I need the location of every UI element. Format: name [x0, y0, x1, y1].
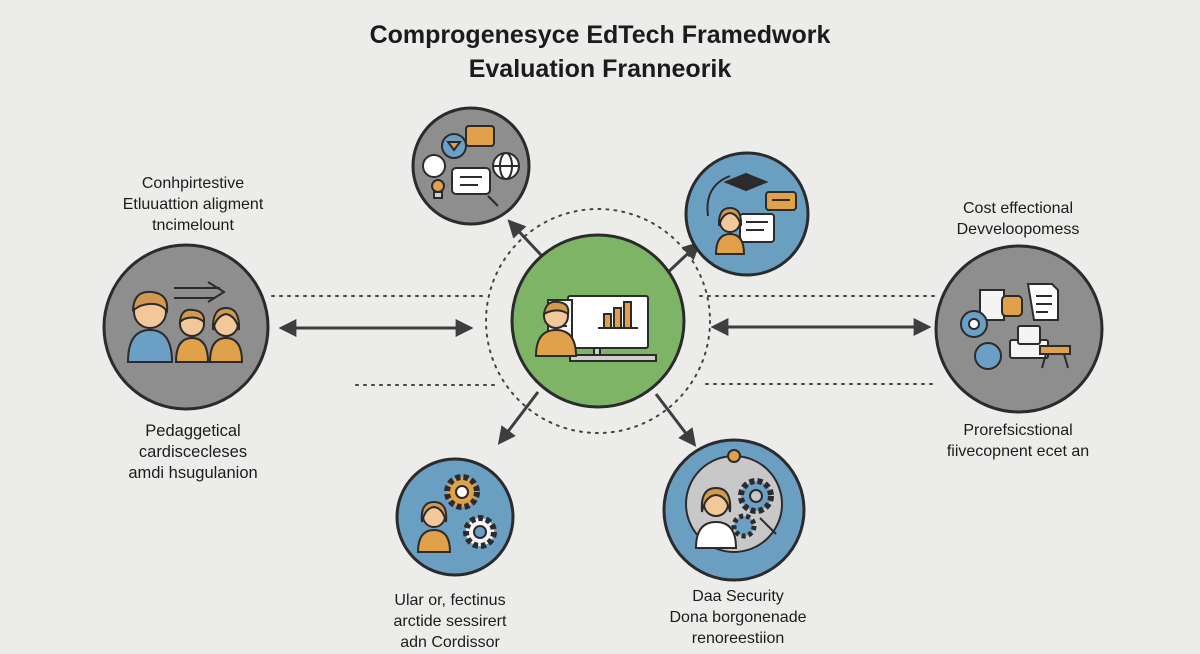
label-competitive-evaluation: Conhpirtestive Etluuattion aligment tnci… [88, 173, 298, 236]
bottom-right-node [662, 438, 806, 582]
bottom-left-node [395, 457, 515, 577]
security-gears-icon [685, 449, 783, 553]
communication-ideas-icon [422, 125, 520, 207]
arrow-bottom-left [497, 391, 540, 445]
top-left-node [411, 106, 531, 226]
label-line: fiivecopnent ecet an [946, 443, 1090, 460]
dotted-ring [485, 208, 711, 434]
label-user-experience: Ular or, fectinus arctide sessirert adn … [340, 590, 560, 653]
label-line: arctide sessirert [393, 613, 507, 630]
label-line: Prorefsicstional [963, 422, 1073, 439]
label-line: Ular or, fectinus [394, 592, 506, 609]
diagram-title: Comprogenesyce EdTech Framedwork Evaluat… [0, 18, 1200, 86]
label-professional-development: Prorefsicstional fiivecopnent ecet an [900, 420, 1136, 462]
cost-documents-icon [960, 283, 1071, 370]
top-right-node [684, 151, 810, 277]
arrow-bottom-right [654, 393, 697, 447]
label-line: amdi hsugulanion [128, 464, 258, 482]
label-data-security: Daa Security Dona borgonenade renoreesti… [628, 586, 848, 649]
title-line-2: Evaluation Franneorik [468, 55, 732, 83]
label-line: Pedaggetical [145, 422, 241, 440]
arrow-top-right [663, 241, 701, 277]
dotted-connectors [271, 208, 939, 434]
learner-gears-icon [416, 474, 497, 553]
center-node [510, 233, 686, 409]
label-line: Daa Security [692, 588, 784, 605]
arrows [278, 219, 932, 447]
label-line: renoreestiion [691, 630, 785, 647]
group-of-learners-icon [126, 281, 244, 363]
right-node [934, 244, 1104, 414]
label-line: cardiscecleses [138, 443, 248, 461]
label-line: Etluuattion aligment [122, 196, 264, 213]
label-line: Dona borgonenade [669, 609, 807, 626]
label-line: Conhpirtestive [141, 175, 245, 192]
arrow-top-left [507, 219, 544, 258]
title-line-1: Comprogenesyce EdTech Framedwork [369, 21, 831, 49]
label-line: tncimelount [152, 217, 234, 234]
label-cost-effectiveness: Cost effectional Devveloopomess [900, 198, 1136, 240]
teacher-presentation-icon [534, 295, 657, 362]
left-node [102, 243, 270, 411]
label-line: Devveloopomess [956, 221, 1080, 238]
label-line: adn Cordissor [400, 634, 500, 651]
label-line: Cost effectional [963, 200, 1073, 217]
label-pedagogical: Pedaggetical cardiscecleses amdi hsugula… [88, 421, 298, 484]
graduation-learner-icon [706, 172, 797, 255]
